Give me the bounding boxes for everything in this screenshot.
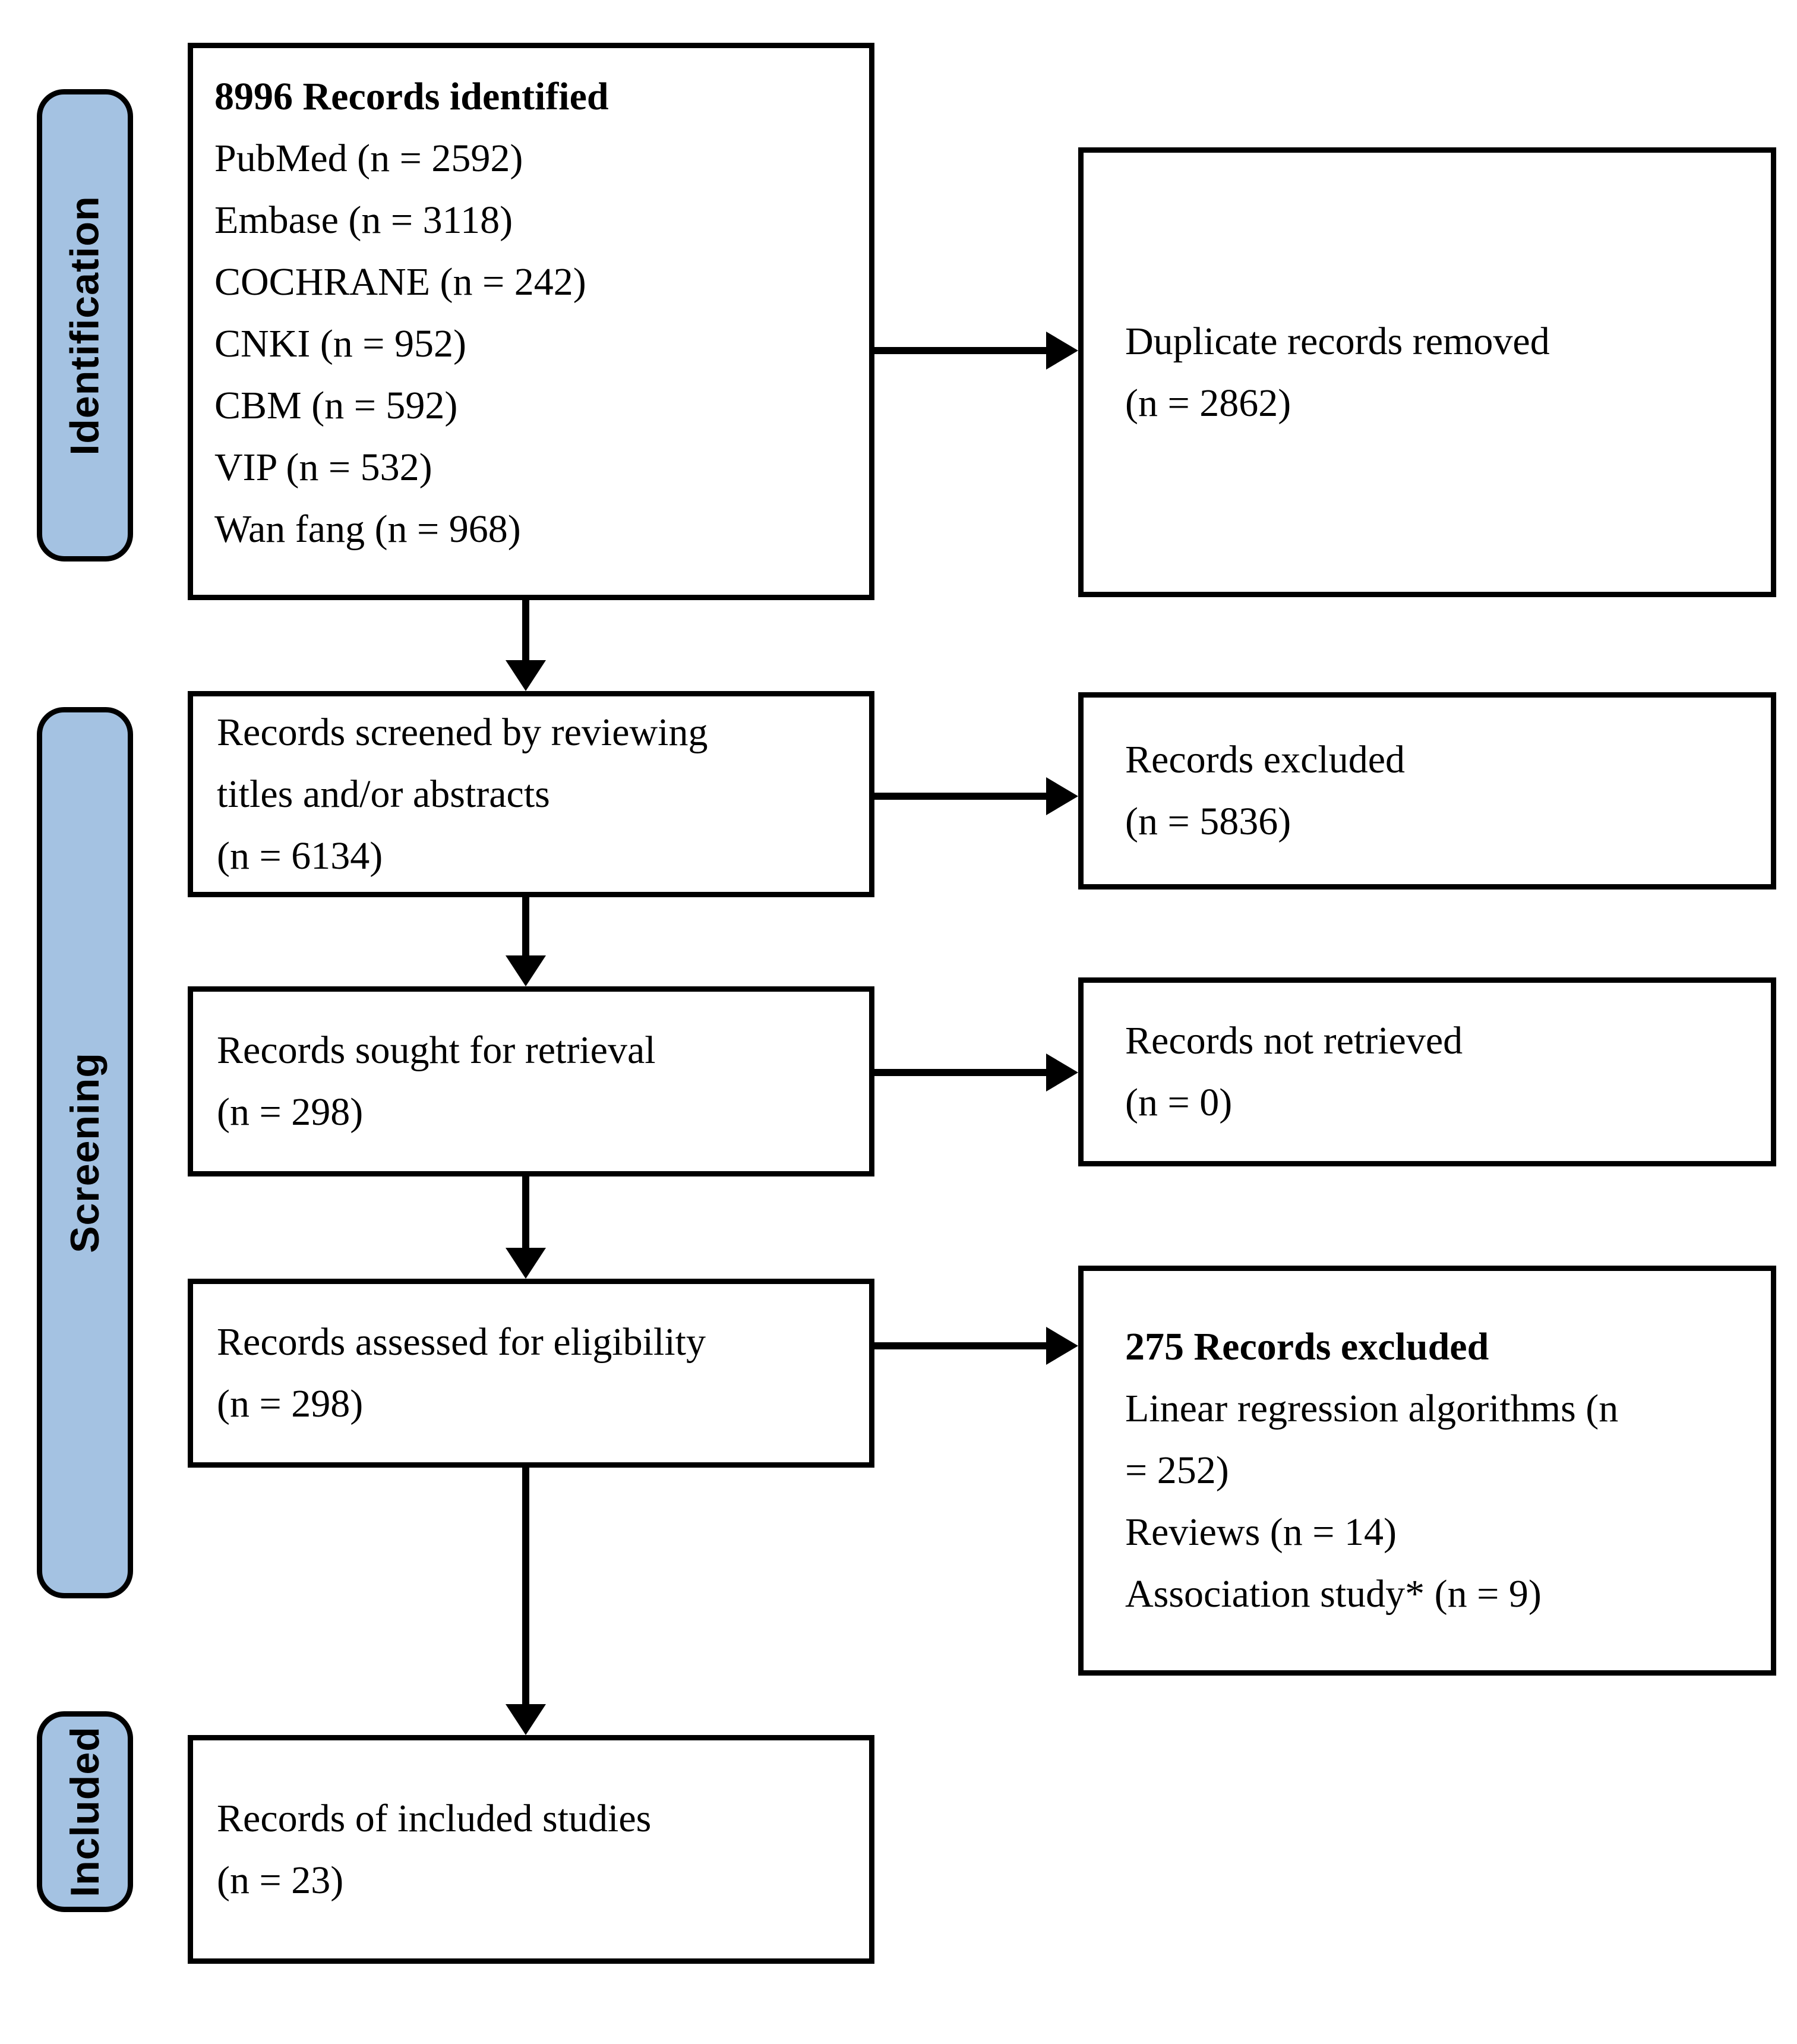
box-line: = 252) bbox=[1125, 1449, 1229, 1492]
box-records-sought: Records sought for retrieval (n = 298) bbox=[188, 986, 874, 1176]
arrow-down-head-icon bbox=[506, 955, 546, 986]
box-line: Reviews (n = 14) bbox=[1125, 1510, 1397, 1554]
box-line: (n = 298) bbox=[217, 1090, 364, 1134]
box-records-screened: Records screened by reviewing titles and… bbox=[188, 691, 874, 897]
stage-included-label: Included bbox=[62, 1726, 108, 1897]
arrow-down-head-icon bbox=[506, 1704, 546, 1735]
box-line: CBM (n = 592) bbox=[214, 384, 458, 427]
box-records-assessed: Records assessed for eligibility (n = 29… bbox=[188, 1279, 874, 1468]
arrow-down-head-icon bbox=[506, 660, 546, 691]
box-line: Records of included studies bbox=[217, 1796, 652, 1840]
box-line: Duplicate records removed bbox=[1125, 319, 1550, 363]
arrow-right-head-icon bbox=[1046, 332, 1078, 370]
box-line: Records excluded bbox=[1125, 738, 1405, 781]
box-line: titles and/or abstracts bbox=[217, 772, 550, 816]
box-line: (n = 0) bbox=[1125, 1081, 1233, 1124]
stage-identification: Identification bbox=[37, 89, 133, 562]
box-line: Records screened by reviewing bbox=[217, 710, 708, 754]
box-line: (n = 2862) bbox=[1125, 381, 1291, 425]
box-duplicates-removed: Duplicate records removed (n = 2862) bbox=[1078, 147, 1776, 597]
box-line: Wan fang (n = 968) bbox=[214, 507, 521, 551]
box-records-identified-title: 8996 Records identified bbox=[214, 75, 609, 118]
box-records-identified: 8996 Records identified PubMed (n = 2592… bbox=[188, 43, 874, 600]
box-included-studies: Records of included studies (n = 23) bbox=[188, 1735, 874, 1964]
arrow-right-head-icon bbox=[1046, 777, 1078, 815]
box-records-excluded: Records excluded (n = 5836) bbox=[1078, 692, 1776, 889]
box-line: Records not retrieved bbox=[1125, 1019, 1463, 1062]
arrow-right-head-icon bbox=[1046, 1327, 1078, 1365]
box-line: COCHRANE (n = 242) bbox=[214, 260, 586, 304]
box-line: Embase (n = 3118) bbox=[214, 198, 513, 242]
stage-screening-label: Screening bbox=[62, 1052, 108, 1253]
box-excluded-eligibility-title: 275 Records excluded bbox=[1125, 1325, 1489, 1368]
box-line: Linear regression algorithms (n bbox=[1125, 1387, 1619, 1430]
box-line: Records sought for retrieval bbox=[217, 1029, 656, 1072]
stage-screening: Screening bbox=[37, 707, 133, 1598]
stage-identification-label: Identification bbox=[62, 195, 108, 456]
box-line: (n = 298) bbox=[217, 1382, 364, 1425]
box-line: CNKI (n = 952) bbox=[214, 322, 467, 365]
arrow-down-head-icon bbox=[506, 1248, 546, 1279]
box-line: VIP (n = 532) bbox=[214, 446, 432, 489]
box-line: (n = 6134) bbox=[217, 834, 383, 878]
box-line: (n = 23) bbox=[217, 1858, 344, 1902]
box-line: Association study* (n = 9) bbox=[1125, 1572, 1542, 1616]
box-excluded-eligibility: 275 Records excluded Linear regression a… bbox=[1078, 1266, 1776, 1676]
box-records-not-retrieved: Records not retrieved (n = 0) bbox=[1078, 977, 1776, 1166]
box-line: (n = 5836) bbox=[1125, 800, 1291, 843]
box-line: Records assessed for eligibility bbox=[217, 1320, 706, 1364]
box-line: PubMed (n = 2592) bbox=[214, 137, 523, 180]
arrow-right-head-icon bbox=[1046, 1053, 1078, 1092]
stage-included: Included bbox=[37, 1711, 133, 1912]
